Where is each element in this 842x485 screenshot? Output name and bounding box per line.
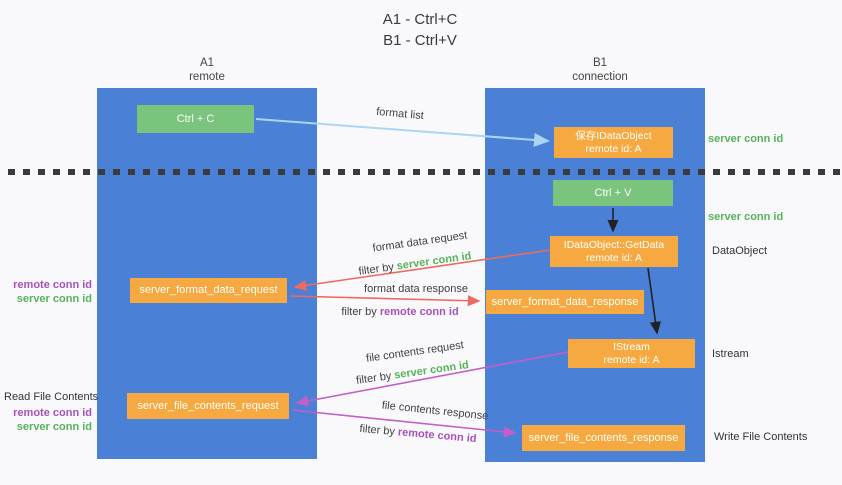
format-data-response-arrow [289,295,481,307]
title-line-a1: A1 - Ctrl+C [382,11,458,28]
lane-b1-subtitle: connection [572,71,628,83]
getdata-line1: IDataObject::GetData [563,238,665,251]
server-conn-id-right-1: server conn id [708,133,784,145]
istream-side-label: Istream [712,348,749,360]
server-file-contents-response-label: server_file_contents_response [528,431,679,444]
conn-id-pair-file: remote conn id server conn id [0,406,92,434]
getdata-line2: remote id: A [585,251,643,264]
filter-by-remote-conn-id-label-2: filter by remote conn id [348,422,489,446]
node-server-file-contents-request: server_file_contents_request [127,393,289,419]
node-server-format-data-response: server_format_data_response [486,290,644,314]
server-format-data-response-label: server_format_data_response [491,295,639,308]
ctrl-c-label: Ctrl + C [176,112,215,125]
server-conn-id-right-2: server conn id [708,211,784,223]
format-list-label: format list [375,105,425,123]
server-format-data-request-label: server_format_data_request [139,284,278,296]
title-line-b1: B1 - Ctrl+V [383,32,457,49]
filter-by-remote-conn-id-label-1: filter by remote conn id [335,306,465,318]
save-idataobject-line1: 保存IDataObject [575,129,652,142]
node-istream: IStream remote id: A [568,339,695,368]
lane-b1-name: B1 [592,57,608,69]
istream-line1: IStream [613,340,650,353]
node-server-format-data-request: server_format_data_request [130,278,287,303]
server-conn-id-left-2: server conn id [16,421,92,433]
filter-by-text: filter by [357,260,398,278]
conn-id-pair-format: remote conn id server conn id [0,278,92,306]
node-ctrl-v: Ctrl + V [553,180,673,206]
remote-conn-id-left-1: remote conn id [13,279,92,291]
write-file-contents-label: Write File Contents [714,431,808,443]
node-server-file-contents-response: server_file_contents_response [522,425,685,451]
format-data-response-label: format data response [364,283,468,295]
node-idataobject-getdata: IDataObject::GetData remote id: A [550,236,678,267]
dotted-separator-line [8,169,842,175]
istream-line2: remote id: A [603,353,660,366]
remote-conn-id-text: remote conn id [397,426,477,446]
server-conn-id-left-1: server conn id [16,293,92,305]
server-conn-id-text: server conn id [395,250,473,273]
filter-by-text: filter by [359,422,399,439]
filter-by-text: filter by [355,369,396,387]
filter-by-text: filter by [341,306,380,318]
diagram-title: A1 - Ctrl+C B1 - Ctrl+V [300,9,540,51]
lane-a1-subtitle: remote [189,71,225,83]
remote-conn-id-text: remote conn id [379,306,459,318]
remote-conn-id-left-2: remote conn id [13,407,92,419]
lane-header-b1: B1 connection [530,56,670,84]
lane-header-a1: A1 remote [137,56,277,84]
server-file-contents-request-label: server_file_contents_request [137,399,279,412]
read-file-contents-label: Read File Contents [4,391,99,403]
server-conn-id-text: server conn id [393,359,470,382]
lane-a1-name: A1 [199,57,215,69]
node-ctrl-c: Ctrl + C [137,105,254,133]
dataobject-label: DataObject [712,245,768,257]
ctrl-v-label: Ctrl + V [594,186,632,199]
node-save-idataobject: 保存IDataObject remote id: A [554,127,673,158]
save-idataobject-line2: remote id: A [585,142,642,155]
